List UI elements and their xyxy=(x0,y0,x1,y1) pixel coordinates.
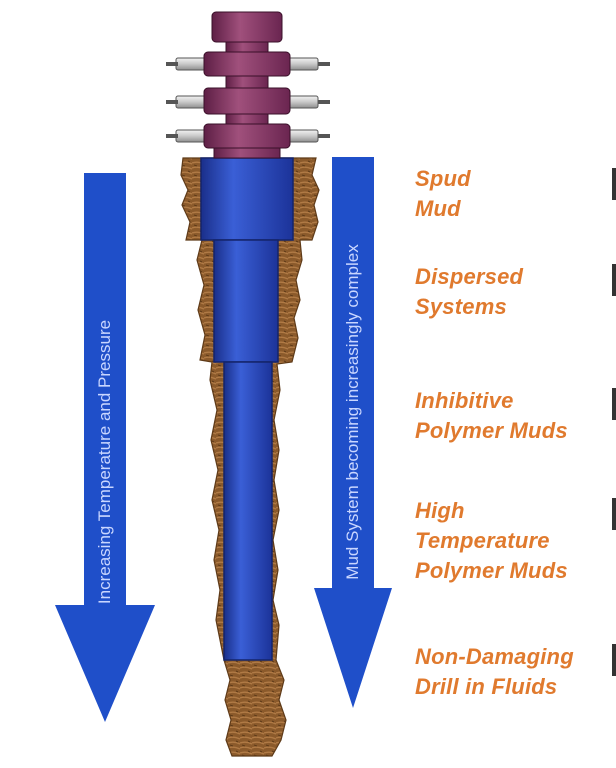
mud-complexity-arrow: Mud System becoming increasingly complex xyxy=(314,157,392,708)
surface-casing xyxy=(213,239,279,363)
stage-label-non-damaging: Non-Damaging Drill in Fluids xyxy=(415,644,574,699)
wellhead-flange xyxy=(166,87,330,115)
stage-label-high-temp-polymer: High Temperature Polymer Muds xyxy=(415,498,568,583)
wellhead-flange xyxy=(166,123,330,149)
edge-mark xyxy=(612,644,616,676)
intermediate-casing xyxy=(223,361,273,661)
temperature-pressure-arrow: Increasing Temperature and Pressure xyxy=(55,173,155,722)
edge-mark xyxy=(612,498,616,530)
stage-label-spud-mud: Spud Mud xyxy=(415,166,471,221)
edge-mark xyxy=(612,264,616,296)
wellhead xyxy=(166,11,330,159)
wellhead-flange xyxy=(166,51,330,77)
conductor-casing xyxy=(200,157,294,241)
stage-label-inhibitive-polymer: Inhibitive Polymer Muds xyxy=(415,388,568,443)
mud-complexity-label: Mud System becoming increasingly complex xyxy=(343,244,362,580)
temperature-pressure-label: Increasing Temperature and Pressure xyxy=(95,320,114,604)
stage-label-dispersed-systems: Dispersed Systems xyxy=(415,264,524,319)
casing-strings xyxy=(200,157,294,661)
edge-mark xyxy=(612,168,616,200)
edge-mark xyxy=(612,388,616,420)
